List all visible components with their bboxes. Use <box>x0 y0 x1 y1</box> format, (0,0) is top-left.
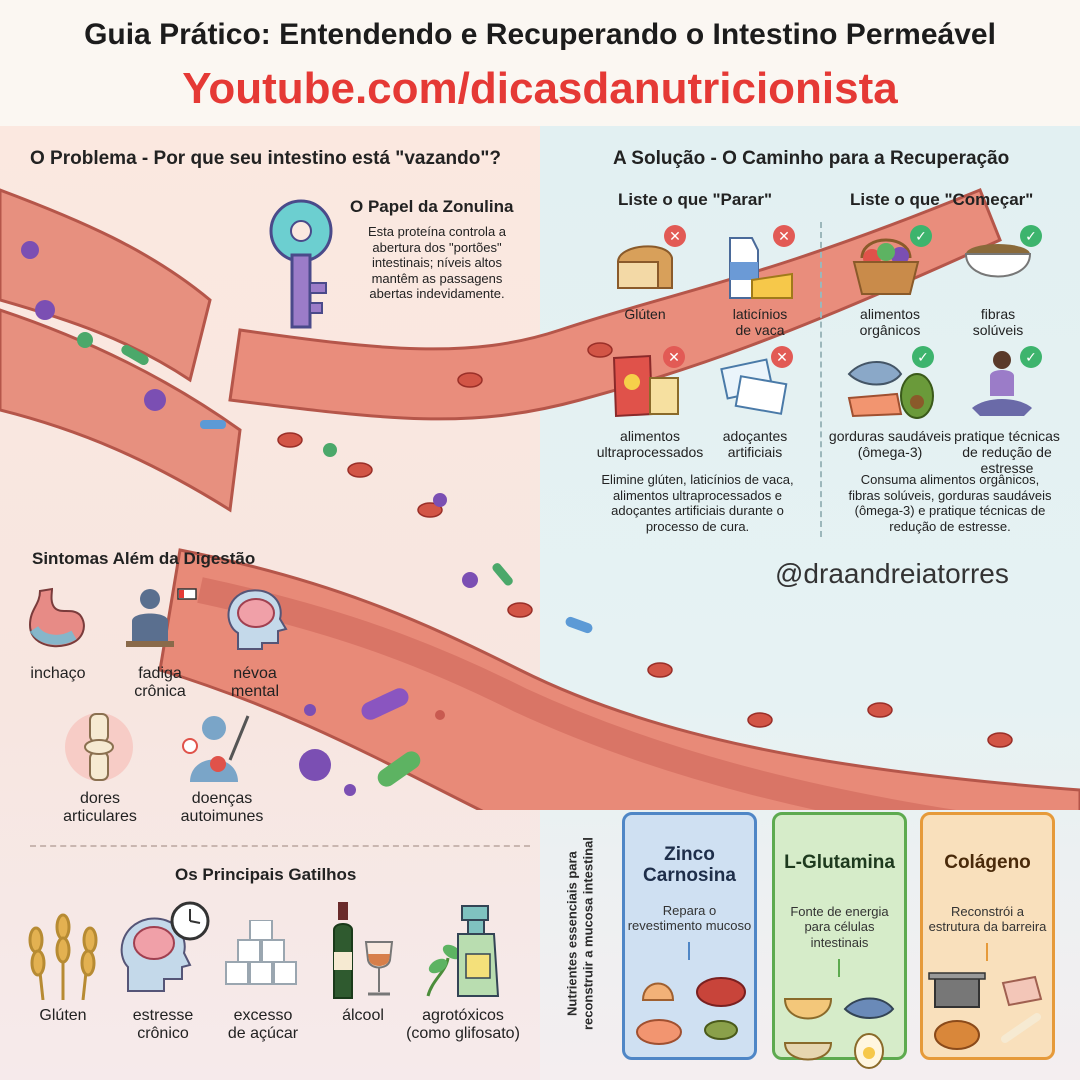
symptom-label-autoimunes: doenças autoimunes <box>180 790 264 826</box>
wheat-icon <box>28 913 98 1000</box>
knee-joint-icon <box>65 713 133 781</box>
stop-summary: Elimine glúten, laticínios de vaca, alim… <box>601 472 794 534</box>
stop-badge: ✕ <box>773 225 795 247</box>
nutrient-box-glutamina: L-Glutamina Fonte de energia para célula… <box>772 812 907 1069</box>
stop-label-adocantes: adoçantes artificiais <box>722 428 788 461</box>
vegetable-basket-icon <box>852 238 920 295</box>
start-label-organicos: alimentos orgânicos <box>859 306 921 339</box>
milk-cheese-icon <box>729 237 793 299</box>
social-handle[interactable]: @draandreiatorres <box>775 558 1009 589</box>
stop-badge: ✕ <box>771 346 793 368</box>
fiber-bowl-icon <box>964 244 1032 278</box>
sugar-cubes-icon <box>225 920 297 985</box>
start-heading: Liste o que "Começar" <box>850 190 1034 209</box>
symptom-label-nevoa: névoa mental <box>230 665 280 701</box>
trigger-label-alcool: álcool <box>342 1007 384 1024</box>
start-label-gorduras: gorduras saudáveis (ômega-3) <box>828 428 952 461</box>
stop-label-ultraprocessados: alimentos ultraprocessados <box>596 428 704 461</box>
start-summary: Consuma alimentos orgânicos, fibras solú… <box>848 472 1052 534</box>
start-badge: ✓ <box>912 346 934 368</box>
start-badge: ✓ <box>1020 225 1042 247</box>
youtube-link[interactable]: Youtube.com/dicasdanutricionista <box>182 64 898 113</box>
nutrient-box-zinco: Zinco Carnosina Repara o revestimento mu… <box>622 812 757 1060</box>
key-icon <box>269 199 333 329</box>
trigger-label-gluten: Glúten <box>39 1007 87 1024</box>
snacks-icon <box>612 354 679 418</box>
shellfish-meat-icon <box>636 941 746 1045</box>
symptoms-heading: Sintomas Além da Digestão <box>32 549 256 568</box>
stop-heading: Liste o que "Parar" <box>618 190 773 209</box>
nutrient-title: L-Glutamina <box>784 852 895 873</box>
nutrient-desc: Fonte de energia para células intestinai… <box>790 903 889 951</box>
pot-chicken-bone-icon <box>928 943 1043 1051</box>
start-label-fibras: fibras solúveis <box>972 306 1024 339</box>
nutrient-desc: Reconstrói a estrutura da barreira <box>928 903 1047 935</box>
nutrient-box-colageno: Colágeno Reconstrói a estrutura da barre… <box>920 812 1055 1060</box>
wine-icon <box>333 902 394 999</box>
spray-bottle-icon <box>426 905 500 997</box>
zonulin-text: Esta proteína controla a abertura dos "p… <box>367 224 507 302</box>
stop-badge: ✕ <box>663 346 685 368</box>
start-label-estresse: pratique técnicas de redução de estresse <box>954 428 1060 477</box>
page-title: Guia Prático: Entendendo e Recuperando o… <box>84 18 996 51</box>
symptom-label-fadiga: fadiga crônica <box>134 665 186 701</box>
stop-label-gluten: Glúten <box>624 306 666 322</box>
zonulin-title: O Papel da Zonulina <box>350 197 514 216</box>
trigger-label-estresse: estresse crônico <box>132 1007 194 1043</box>
meditation-icon <box>972 351 1032 416</box>
broth-fish-icon <box>783 958 895 1069</box>
nutrient-title: Zinco Carnosina <box>643 844 736 886</box>
sweetener-packets-icon <box>720 358 788 415</box>
fish-avocado-icon <box>847 361 934 419</box>
triggers-heading: Os Principais Gatilhos <box>175 865 357 884</box>
divider <box>30 845 530 847</box>
stop-label-laticinios: laticínios de vaca <box>732 306 788 339</box>
start-badge: ✓ <box>1020 346 1042 368</box>
stop-start-divider <box>820 222 822 537</box>
brain-head-icon <box>227 589 288 650</box>
stress-clock-icon <box>120 901 210 992</box>
problem-heading: O Problema - Por que seu intestino está … <box>30 148 501 169</box>
trigger-label-agrotoxicos: agrotóxicos (como glifosato) <box>406 1007 520 1043</box>
stop-badge: ✕ <box>664 225 686 247</box>
nutrients-vertical-label: Nutrientes essenciais para reconstruir a… <box>564 837 595 1031</box>
stomach-icon <box>28 587 85 648</box>
tired-person-icon <box>126 588 197 647</box>
nutrient-title: Colágeno <box>944 852 1031 873</box>
symptom-label-dores: dores articulares <box>63 790 137 826</box>
trigger-label-acucar: excesso de açúcar <box>227 1007 299 1043</box>
symptom-label-inchaco: inchaço <box>30 665 86 682</box>
start-badge: ✓ <box>910 225 932 247</box>
solution-heading: A Solução - O Caminho para a Recuperação <box>613 148 1010 169</box>
autoimmune-person-icon <box>182 715 250 782</box>
nutrient-desc: Repara o revestimento mucoso <box>627 902 752 934</box>
bread-icon <box>617 245 673 289</box>
intestine-illustration <box>0 188 1080 810</box>
header-banner <box>0 0 1080 126</box>
